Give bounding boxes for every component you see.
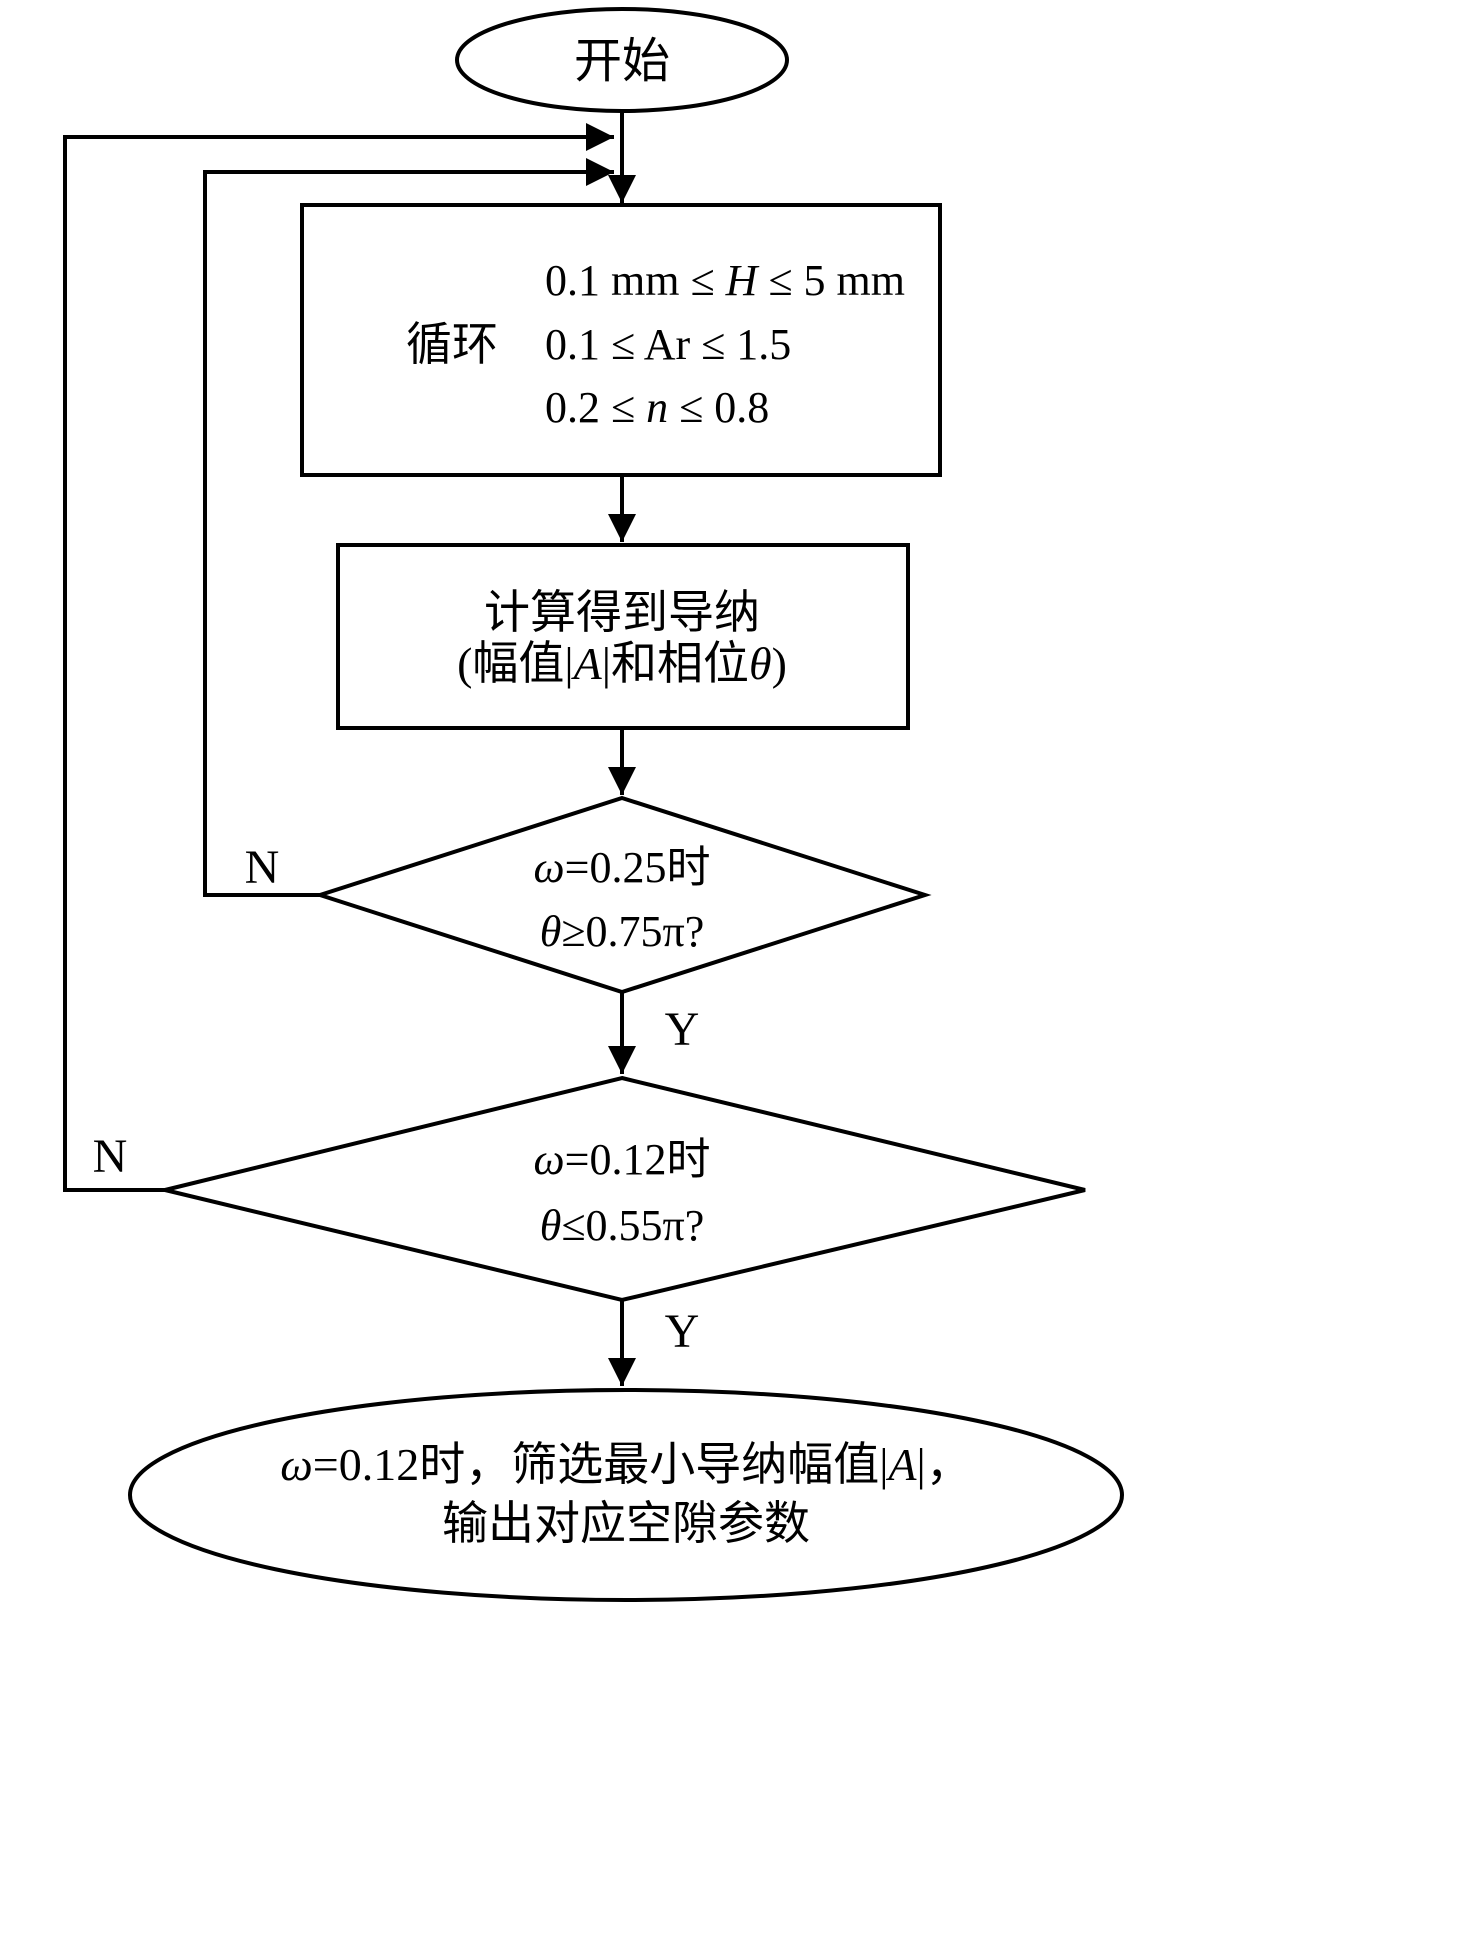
decision2-no-label: N <box>93 1133 128 1181</box>
compute-line2-p3: ) <box>771 638 787 689</box>
constraint1-post: ≤ 5 mm <box>757 256 905 305</box>
loop-constraint-2: 0.1 ≤ Ar ≤ 1.5 <box>545 323 791 367</box>
constraint2-text: 0.1 ≤ Ar ≤ 1.5 <box>545 320 792 369</box>
decision1-yes-text: Y <box>664 1003 700 1056</box>
end-line1-p1: =0.12时，筛选最小导纳幅值| <box>312 1439 889 1490</box>
compute-line2-p2: |和相位 <box>601 638 749 689</box>
loop-tag-label: 循环 <box>406 322 498 368</box>
decision2-line-2: θ≤0.55π? <box>540 1204 705 1248</box>
compute-box-shape <box>336 543 910 730</box>
decision2-no-text: N <box>92 1130 128 1183</box>
decision1-line2-rest: ≥0.75π? <box>561 907 705 956</box>
decision2-line2-var: θ <box>539 1201 562 1250</box>
decision1-line1-rest: =0.25时 <box>564 843 711 892</box>
compute-line-2: (幅值|A|和相位θ) <box>457 641 787 687</box>
end-line1-var2: A <box>888 1439 917 1490</box>
decision1-no-label: N <box>245 844 280 892</box>
decision1-yes-label: Y <box>665 1006 700 1054</box>
end-line-2: 输出对应空隙参数 <box>442 1501 810 1547</box>
start-label-text: 开始 <box>573 35 671 88</box>
decision2-yes-label: Y <box>665 1308 700 1356</box>
end-line1-var: ω <box>280 1439 313 1490</box>
decision2-diamond-shape <box>164 1075 1086 1303</box>
start-terminal-shape <box>455 7 789 113</box>
edge-decision1-no-loopback <box>203 158 614 897</box>
compute-line2-p1: (幅值| <box>457 638 574 689</box>
start-label: 开始 <box>574 38 670 86</box>
decision2-line1-rest: =0.12时 <box>564 1135 711 1184</box>
constraint3-var: n <box>646 383 669 432</box>
decision1-line-1: ω=0.25时 <box>534 846 711 890</box>
decision1-no-text: N <box>244 841 280 894</box>
constraint1-pre: 0.1 mm ≤ <box>545 256 726 305</box>
decision2-line1-var: ω <box>533 1135 565 1184</box>
loop-constraint-3: 0.2 ≤ n ≤ 0.8 <box>545 386 769 430</box>
loop-box-shape <box>300 203 942 477</box>
end-terminal-shape <box>128 1388 1124 1602</box>
compute-line-1: 计算得到导纳 <box>484 590 760 636</box>
constraint3-pre: 0.2 ≤ <box>545 383 647 432</box>
decision1-line1-var: ω <box>533 843 565 892</box>
compute-line1-text: 计算得到导纳 <box>484 587 760 638</box>
decision1-diamond-shape <box>313 795 932 995</box>
loop-tag-text: 循环 <box>406 319 498 370</box>
decision1-line2-var: θ <box>539 907 562 956</box>
constraint1-var: H <box>725 256 758 305</box>
decision1-line-2: θ≥0.75π? <box>540 910 705 954</box>
decision2-line-1: ω=0.12时 <box>534 1138 711 1182</box>
decision2-yes-text: Y <box>664 1305 700 1358</box>
compute-line2-var2: θ <box>748 638 772 689</box>
end-line2-text: 输出对应空隙参数 <box>442 1498 810 1549</box>
constraint3-post: ≤ 0.8 <box>668 383 770 432</box>
edge-decision2-no-loopback <box>63 123 614 1192</box>
loop-constraint-1: 0.1 mm ≤ H ≤ 5 mm <box>545 259 905 303</box>
compute-line2-var1: A <box>573 638 602 689</box>
decision2-line2-rest: ≤0.55π? <box>561 1201 705 1250</box>
end-line-1: ω=0.12时，筛选最小导纳幅值|A|， <box>280 1442 971 1488</box>
end-line1-p2: |， <box>916 1439 972 1490</box>
